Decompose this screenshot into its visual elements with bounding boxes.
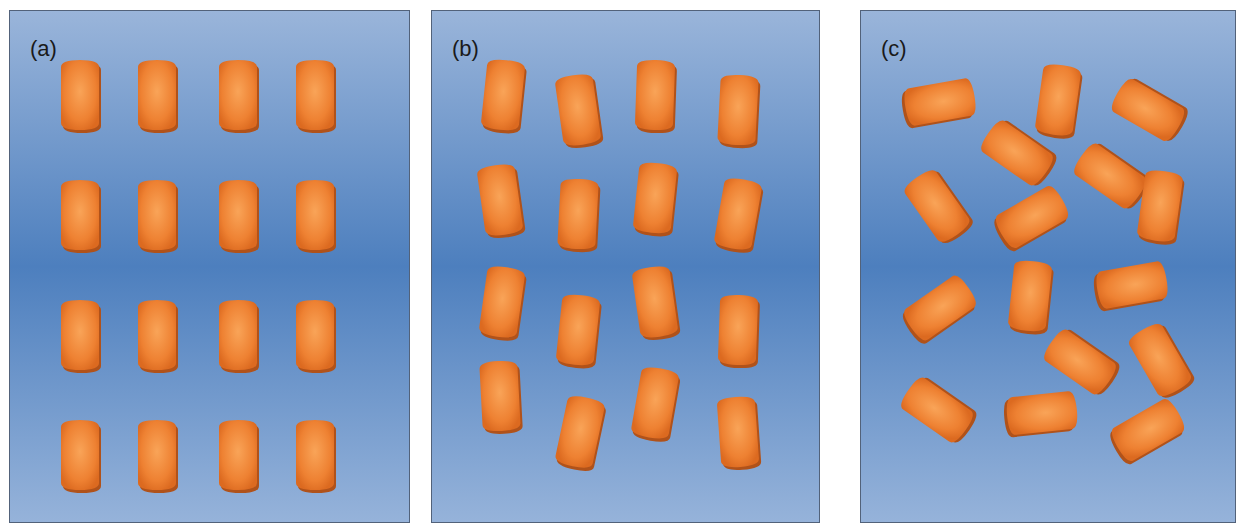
- capsule: [219, 420, 259, 493]
- capsule: [635, 59, 678, 133]
- capsule: [1126, 319, 1197, 402]
- capsule: [1108, 74, 1191, 145]
- panel-ground: [860, 10, 1236, 523]
- panel-label: (a): [30, 37, 57, 61]
- panel-label: (b): [452, 37, 479, 61]
- panel-label: (c): [881, 37, 907, 61]
- capsule: [1007, 259, 1054, 336]
- panel-ground: [9, 10, 410, 523]
- capsule: [1136, 169, 1186, 247]
- capsule: [61, 180, 101, 253]
- capsule: [138, 180, 178, 253]
- capsule: [1106, 396, 1189, 467]
- capsule: [718, 294, 761, 368]
- capsule: [138, 60, 178, 133]
- capsule: [296, 420, 336, 493]
- capsule: [1091, 260, 1170, 312]
- capsule: [713, 176, 765, 255]
- capsule: [557, 178, 601, 253]
- capsule: [479, 360, 523, 435]
- capsule: [61, 60, 101, 133]
- capsule: [554, 72, 604, 150]
- capsule: [990, 183, 1073, 254]
- capsule: [717, 74, 761, 149]
- capsule: [480, 58, 527, 135]
- capsule: [296, 60, 336, 133]
- capsule: [296, 300, 336, 373]
- panel-ground: [431, 10, 820, 523]
- capsule: [897, 373, 980, 448]
- capsule: [61, 420, 101, 493]
- capsule: [630, 365, 682, 444]
- capsule: [554, 394, 608, 474]
- capsule: [898, 272, 981, 347]
- figure-panel: (c): [860, 10, 1236, 523]
- capsule: [1070, 139, 1153, 214]
- capsule: [977, 116, 1060, 191]
- capsule: [631, 264, 681, 342]
- capsule: [219, 60, 259, 133]
- capsule: [296, 180, 336, 253]
- capsule: [1040, 325, 1123, 400]
- capsule: [901, 165, 976, 248]
- capsule: [717, 396, 762, 472]
- capsule: [61, 300, 101, 373]
- capsule: [632, 161, 679, 238]
- capsule: [219, 300, 259, 373]
- capsule: [555, 293, 602, 370]
- figure-panel: (a): [9, 10, 410, 523]
- capsule: [478, 265, 528, 343]
- capsule: [899, 77, 978, 129]
- figure-panel: (b): [431, 10, 820, 523]
- capsule: [1002, 390, 1079, 437]
- capsule: [219, 180, 259, 253]
- capsule: [138, 300, 178, 373]
- capsule: [476, 162, 526, 240]
- capsule: [1034, 63, 1084, 141]
- capsule: [138, 420, 178, 493]
